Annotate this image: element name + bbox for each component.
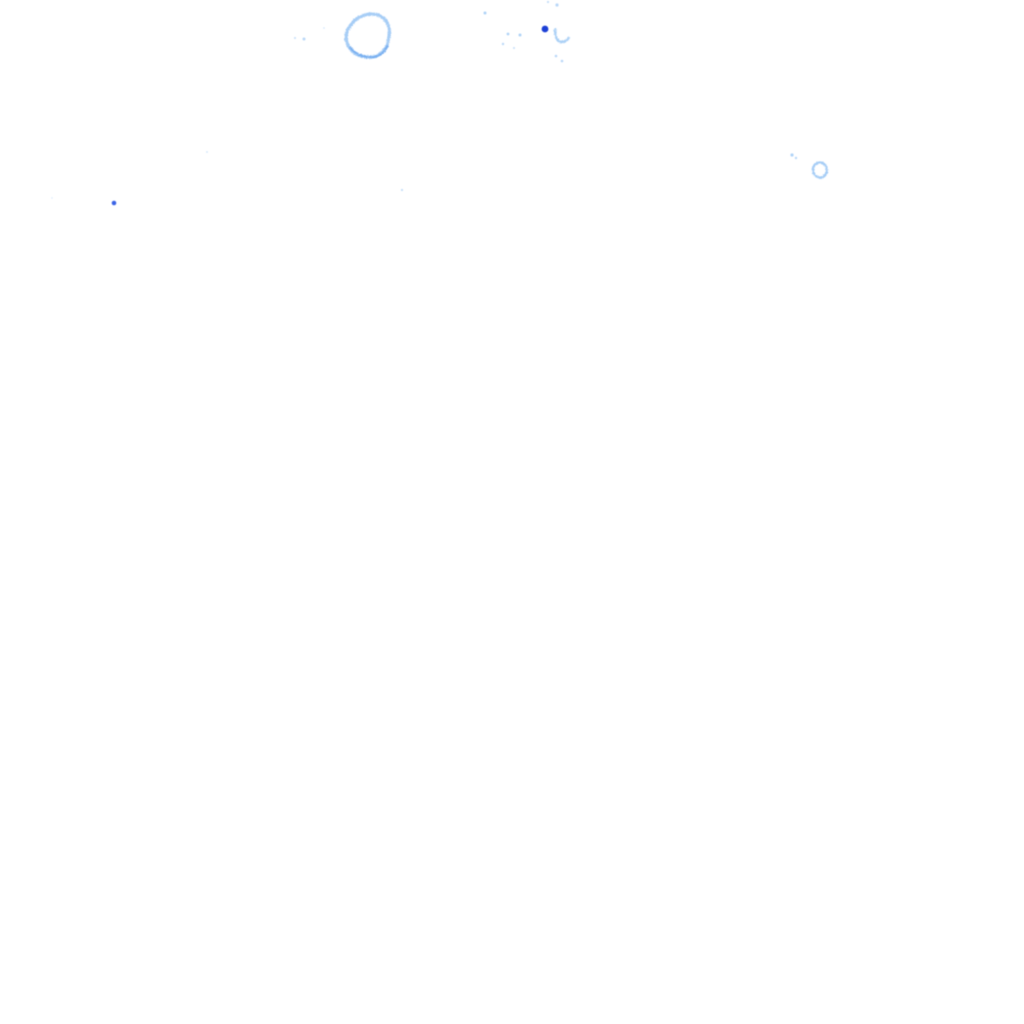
dark-dot [541, 25, 549, 33]
small-ring [811, 161, 829, 179]
left-dot [111, 200, 117, 206]
specks [51, 0, 798, 199]
hook-fragment [553, 27, 571, 44]
large-ring [344, 12, 391, 59]
